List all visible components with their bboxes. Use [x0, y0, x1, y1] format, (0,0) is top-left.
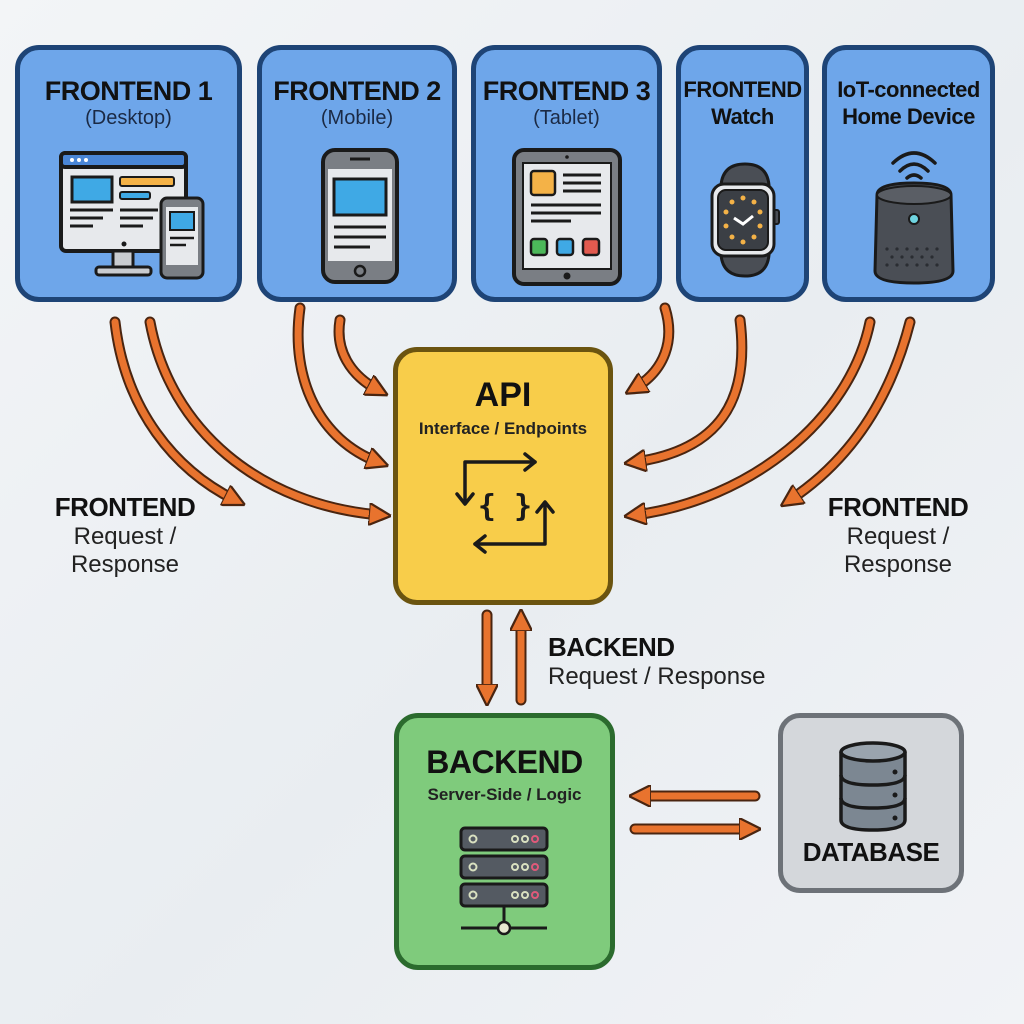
svg-text:{ }: { }: [478, 489, 532, 524]
frontend-left-label-title: FRONTEND: [54, 492, 196, 522]
frontend-right-label-title: FRONTEND: [827, 492, 969, 522]
frontend-right-label-line2: Response: [843, 551, 953, 578]
backend-link-label-line1: Request / Response: [548, 663, 766, 690]
desktop-and-phone-icon: [59, 151, 205, 280]
frontend-3-subtitle: (Tablet): [533, 107, 600, 129]
frontend-watch-card: FRONTEND Watch: [676, 45, 809, 302]
backend-link-label: BACKEND Request / Response: [548, 632, 765, 691]
frontend-3-title: FRONTEND 3: [482, 76, 651, 106]
smartwatch-icon: [710, 162, 780, 278]
smartphone-icon: [321, 148, 399, 284]
frontend-left-label: FRONTEND Request / Response: [35, 492, 215, 579]
frontend-left-label-line1: Request /: [73, 523, 177, 550]
iot-home-device-card: IoT-connected Home Device: [822, 45, 995, 302]
frontend-left-label-line2: Response: [70, 551, 180, 578]
frontend-watch-title-line1: FRONTEND: [683, 77, 802, 102]
api-cycle-braces-icon: { }: [455, 452, 555, 554]
arrow-frontend3: [635, 304, 673, 388]
frontend-1-subtitle: (Desktop): [85, 107, 172, 129]
tablet-icon: [512, 148, 622, 286]
arrow-watch: [635, 316, 746, 462]
wifi-signal-icon: [891, 151, 937, 180]
arrow-iot-b: [790, 318, 914, 500]
frontend-3-card: FRONTEND 3 (Tablet): [471, 45, 662, 302]
api-title: API: [474, 376, 532, 414]
arrow-frontend1-b: [146, 318, 380, 515]
frontend-right-label: FRONTEND Request / Response: [808, 492, 988, 579]
smart-speaker-icon: [873, 151, 955, 285]
iot-title-line2: Home Device: [842, 104, 975, 129]
backend-link-label-title: BACKEND: [548, 632, 675, 662]
api-subtitle: Interface / Endpoints: [418, 419, 588, 438]
backend-box: BACKEND Server-Side / Logic: [394, 713, 615, 970]
arrow-frontend2-b: [335, 316, 378, 390]
arrow-iot-a: [635, 318, 874, 515]
database-box: DATABASE: [778, 713, 964, 893]
iot-title-line1: IoT-connected: [837, 77, 980, 102]
frontend-1-title: FRONTEND 1: [44, 76, 213, 106]
frontend-2-title: FRONTEND 2: [273, 76, 441, 106]
arrow-frontend1-a: [111, 318, 235, 500]
database-cylinder-icon: [839, 741, 907, 832]
frontend-2-subtitle: (Mobile): [320, 107, 394, 129]
database-title: DATABASE: [802, 837, 940, 867]
frontend-1-card: FRONTEND 1 (Desktop): [15, 45, 242, 302]
frontend-2-card: FRONTEND 2 (Mobile): [257, 45, 457, 302]
backend-subtitle: Server-Side / Logic: [427, 785, 582, 804]
frontend-watch-title-line2: Watch: [711, 104, 774, 129]
backend-title: BACKEND: [426, 744, 583, 780]
api-box: API Interface / Endpoints { }: [393, 347, 613, 605]
frontend-right-label-line1: Request /: [846, 523, 950, 550]
arrow-frontend2-a: [294, 304, 378, 462]
server-rack-icon: [459, 826, 549, 936]
